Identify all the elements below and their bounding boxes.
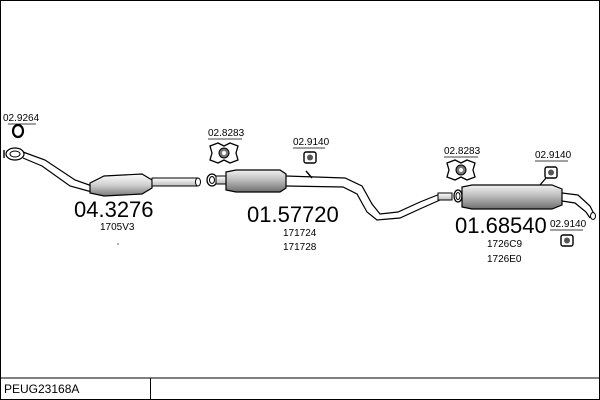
catalytic-converter-group: 02.9264 04.3276 1705V3	[3, 113, 201, 245]
reference-number: 1726E0	[487, 254, 522, 265]
accessory-number: 02.9140	[293, 137, 330, 148]
front-flange	[3, 147, 25, 161]
ring-gasket-icon	[11, 123, 25, 139]
accessory-number: 02.9140	[550, 219, 587, 230]
main-part-number: 01.68540	[455, 213, 547, 238]
front-pipe	[22, 151, 93, 193]
catalytic-converter-body	[89, 173, 153, 197]
intermediate-pipe	[285, 175, 441, 221]
mounting-rubber-icon	[209, 142, 239, 164]
rear-silencer-group: 02.8283 02.9140 02.9140 01.68540 1726C9 …	[444, 146, 596, 265]
main-part-number: 01.57720	[247, 202, 339, 227]
accessory-number: 02.9264	[3, 113, 40, 124]
kit-code-strip: PEUG23168A	[0, 377, 600, 400]
main-part-number: 04.3276	[74, 197, 154, 222]
reference-number: 1705V3	[100, 222, 135, 233]
accessory-number: 02.9140	[535, 150, 572, 161]
converter-outlet-pipe	[151, 177, 199, 187]
clamp-icon	[544, 166, 558, 179]
kit-code: PEUG23168A	[4, 382, 79, 396]
mounting-rubber-icon	[446, 159, 476, 181]
clamp-icon	[560, 234, 574, 247]
centre-silencer-group: 02.8283 02.9140 01.57720 171724 171728	[206, 128, 453, 253]
reference-number: 1726C9	[487, 239, 522, 250]
rear-silencer-body	[461, 184, 563, 210]
tailpipe	[561, 192, 595, 219]
reference-number: 171728	[283, 242, 317, 253]
accessory-number: 02.8283	[208, 128, 245, 139]
reference-number: 171724	[283, 228, 317, 239]
accessory-number: 02.8283	[444, 146, 481, 157]
clamp-icon	[303, 151, 317, 164]
centre-silencer-body	[225, 169, 287, 193]
